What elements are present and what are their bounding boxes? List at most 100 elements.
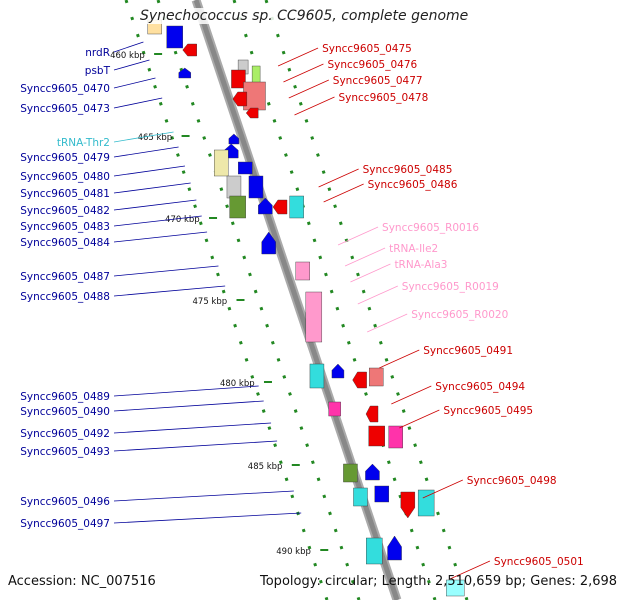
- left-gene-label-16: Syncc9605_0493: [20, 446, 110, 458]
- feature-block-37: [366, 537, 383, 565]
- right-gene-label-8: tRNA-Ala3: [394, 259, 447, 271]
- left-leader-9: [113, 215, 202, 227]
- left-leader-15: [113, 422, 272, 434]
- tick-label-3: 475 kbp: [193, 297, 228, 307]
- left-leader-13: [113, 385, 259, 397]
- right-gene-label-12: Syncc9605_0494: [435, 381, 525, 393]
- right-gene-label-15: Syncc9605_0501: [494, 556, 584, 568]
- right-leader-8: [350, 263, 391, 283]
- genome-summary-text: Topology: circular; Length: 2,510,659 bp…: [260, 574, 617, 589]
- tick-label-4: 480 kbp: [220, 379, 255, 389]
- left-leader-12: [113, 285, 226, 297]
- feature-block-36: [417, 489, 435, 517]
- feature-arrow-3: [178, 67, 191, 79]
- right-gene-label-14: Syncc9605_0498: [467, 475, 557, 487]
- right-gene-label-13: Syncc9605_0495: [443, 405, 533, 417]
- right-leader-11: [379, 349, 420, 369]
- left-gene-label-13: Syncc9605_0489: [20, 391, 110, 403]
- left-gene-label-11: Syncc9605_0487: [20, 271, 110, 283]
- feature-arrow-35: [400, 491, 416, 519]
- feature-block-29: [368, 425, 385, 447]
- left-leader-1: [113, 59, 150, 71]
- right-leader-12: [391, 385, 432, 405]
- right-leader-2: [288, 79, 329, 99]
- accession-text: Accession: NC_007516: [8, 574, 156, 589]
- left-leader-4: [113, 131, 174, 143]
- right-leader-1: [283, 63, 324, 83]
- feature-arrow-25: [352, 371, 367, 389]
- left-gene-label-8: Syncc9605_0482: [20, 205, 110, 217]
- genome-title: Synechococcus sp. CC9605, complete genom…: [140, 8, 469, 24]
- right-leader-0: [277, 47, 319, 67]
- left-leader-0: [113, 41, 144, 53]
- left-gene-label-3: Syncc9605_0473: [20, 103, 110, 115]
- feature-block-27: [328, 401, 341, 417]
- left-leader-14: [113, 400, 264, 412]
- gene-labels: nrdRpsbTSyncc9605_0470Syncc9605_0473tRNA…: [20, 43, 583, 568]
- right-gene-label-9: Syncc9605_R0019: [402, 281, 499, 293]
- feature-block-23: [309, 363, 325, 389]
- left-leader-6: [113, 165, 186, 177]
- left-gene-label-0: nrdR: [85, 47, 110, 59]
- feature-arrow-38: [387, 535, 402, 561]
- feature-block-33: [353, 487, 368, 507]
- right-gene-label-4: Syncc9605_0485: [363, 164, 453, 176]
- left-leader-16: [113, 440, 278, 452]
- left-gene-label-18: Syncc9605_0497: [20, 518, 110, 530]
- left-leader-11: [113, 265, 219, 277]
- right-leader-9: [357, 285, 398, 305]
- right-leader-15: [449, 560, 491, 580]
- left-leader-8: [113, 199, 197, 211]
- feature-block-15: [248, 175, 264, 199]
- left-gene-label-5: Syncc9605_0479: [20, 152, 110, 164]
- feature-block-14: [226, 175, 242, 199]
- feature-arrow-20: [261, 231, 276, 255]
- right-leader-13: [399, 409, 440, 429]
- feature-arrow-8: [232, 91, 248, 107]
- right-gene-label-5: Syncc9605_0486: [368, 179, 458, 191]
- feature-block-30: [388, 425, 403, 449]
- left-leader-3: [113, 97, 163, 109]
- tick-label-1: 465 kbp: [138, 133, 173, 143]
- feature-block-26: [369, 367, 384, 387]
- right-gene-label-1: Syncc9605_0476: [327, 59, 417, 71]
- feature-arrow-18: [272, 199, 288, 215]
- tick-label-0: 460 kbp: [110, 51, 145, 61]
- feature-block-16: [229, 195, 246, 219]
- right-leader-14: [422, 479, 463, 499]
- left-leader-5: [113, 146, 179, 158]
- feature-arrow-17: [258, 197, 273, 215]
- feature-block-6: [231, 69, 246, 89]
- tick-label-2: 470 kbp: [165, 215, 200, 225]
- left-gene-label-17: Syncc9605_0496: [20, 496, 110, 508]
- right-gene-label-0: Syncc9605_0475: [322, 43, 412, 55]
- left-gene-label-12: Syncc9605_0488: [20, 291, 110, 303]
- feature-block-39: [446, 579, 465, 597]
- right-leader-5: [323, 183, 364, 203]
- right-leader-4: [318, 168, 359, 188]
- left-gene-label-9: Syncc9605_0483: [20, 221, 110, 233]
- feature-arrow-2: [182, 43, 197, 57]
- left-leader-7: [113, 182, 191, 194]
- left-gene-label-7: Syncc9605_0481: [20, 188, 110, 200]
- right-gene-label-10: Syncc9605_R0020: [411, 309, 508, 321]
- feature-block-12: [214, 149, 229, 177]
- left-gene-label-10: Syncc9605_0484: [20, 237, 110, 249]
- right-leader-6: [337, 226, 379, 246]
- right-gene-label-7: tRNA-Ile2: [389, 243, 438, 255]
- feature-block-1: [166, 25, 183, 49]
- left-leader-10: [113, 231, 208, 243]
- label-leader-lines: [113, 41, 491, 580]
- left-leader-17: [113, 490, 294, 502]
- feature-block-34: [374, 485, 390, 503]
- left-gene-label-4: tRNA-Thr2: [57, 137, 110, 149]
- feature-arrow-32: [365, 463, 380, 481]
- gene-features: [147, 19, 465, 597]
- left-leader-18: [113, 512, 302, 524]
- feature-arrow-24: [331, 363, 345, 379]
- right-gene-label-2: Syncc9605_0477: [333, 75, 423, 87]
- left-leader-2: [113, 77, 156, 89]
- right-gene-label-11: Syncc9605_0491: [423, 345, 513, 357]
